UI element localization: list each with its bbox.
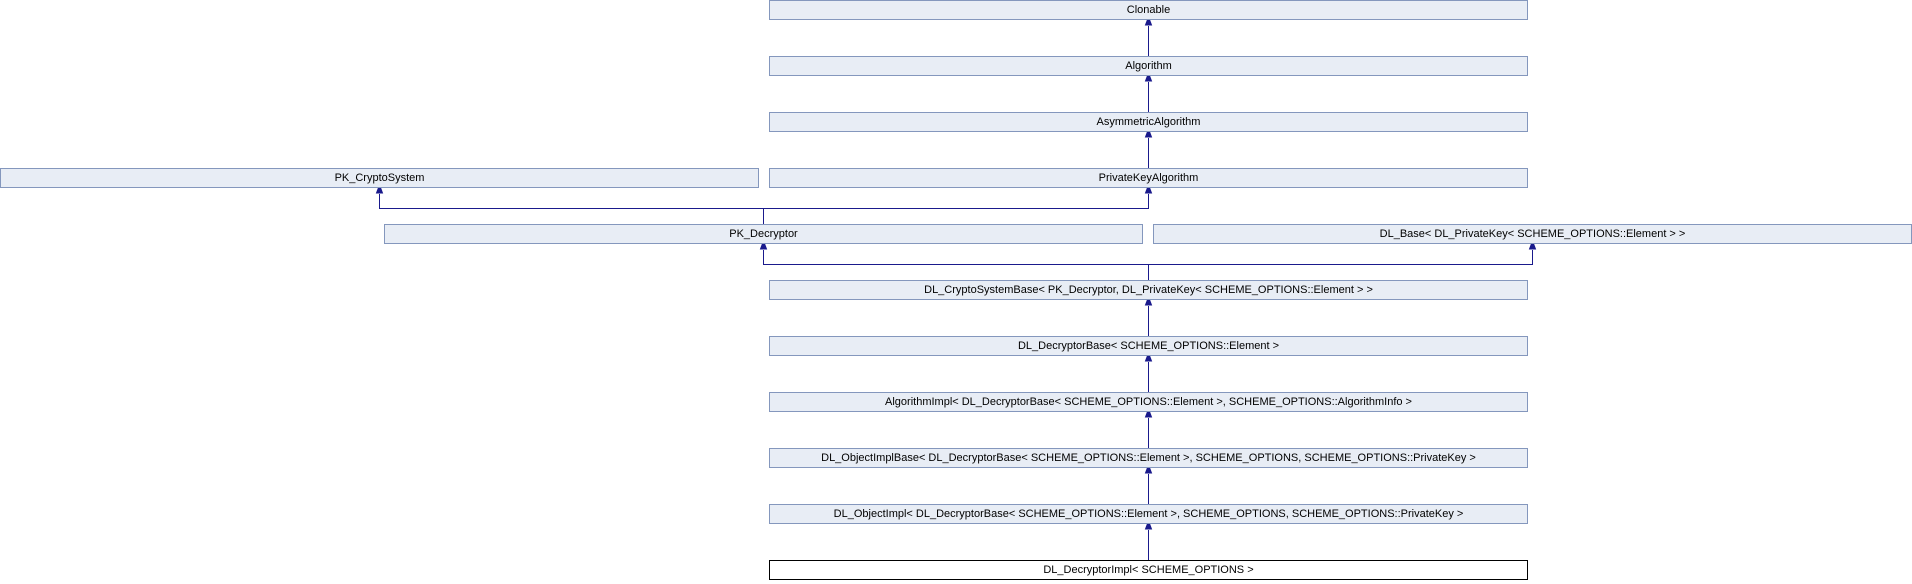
class-node-dl-object-impl-base[interactable]: DL_ObjectImplBase< DL_DecryptorBase< SCH… xyxy=(769,448,1528,468)
arrowhead-pkdecryptor xyxy=(759,239,768,250)
class-node-dl-cryptosystem-base[interactable]: DL_CryptoSystemBase< PK_Decryptor, DL_Pr… xyxy=(769,280,1528,300)
arrowhead-objectimpl xyxy=(1144,519,1153,530)
arrowhead-pkcryptosystem xyxy=(375,183,384,194)
class-node-private-key-algorithm[interactable]: PrivateKeyAlgorithm xyxy=(769,168,1528,188)
class-node-dl-decryptor-impl-current: DL_DecryptorImpl< SCHEME_OPTIONS > xyxy=(769,560,1528,580)
arrowhead-asymmetric xyxy=(1144,127,1153,138)
arrowhead-decryptorbase xyxy=(1144,351,1153,362)
arrowhead-cryptosysbase xyxy=(1144,295,1153,306)
arrowhead-algorithmimpl xyxy=(1144,407,1153,418)
arrowhead-clonable xyxy=(1144,15,1153,26)
edge-pkdecryptor-to-pkcryptosystem xyxy=(379,194,764,224)
class-node-dl-decryptor-base[interactable]: DL_DecryptorBase< SCHEME_OPTIONS::Elemen… xyxy=(769,336,1528,356)
class-node-algorithm[interactable]: Algorithm xyxy=(769,56,1528,76)
class-node-pk-cryptosystem[interactable]: PK_CryptoSystem xyxy=(0,168,759,188)
class-node-dl-base[interactable]: DL_Base< DL_PrivateKey< SCHEME_OPTIONS::… xyxy=(1153,224,1912,244)
arrowhead-dlbase xyxy=(1528,239,1537,250)
class-node-clonable[interactable]: Clonable xyxy=(769,0,1528,20)
arrowhead-objectimplbase xyxy=(1144,463,1153,474)
class-node-algorithm-impl[interactable]: AlgorithmImpl< DL_DecryptorBase< SCHEME_… xyxy=(769,392,1528,412)
arrowhead-privatekeyalgorithm xyxy=(1144,183,1153,194)
class-node-asymmetric-algorithm[interactable]: AsymmetricAlgorithm xyxy=(769,112,1528,132)
edge-pkdecryptor-to-privatekeyalgorithm xyxy=(763,194,1149,209)
class-node-dl-object-impl[interactable]: DL_ObjectImpl< DL_DecryptorBase< SCHEME_… xyxy=(769,504,1528,524)
arrowhead-algorithm xyxy=(1144,71,1153,82)
edge-cryptosysbase-to-dlbase xyxy=(1148,250,1533,265)
class-node-pk-decryptor[interactable]: PK_Decryptor xyxy=(384,224,1143,244)
edge-cryptosysbase-to-pkdecryptor xyxy=(763,250,1149,280)
